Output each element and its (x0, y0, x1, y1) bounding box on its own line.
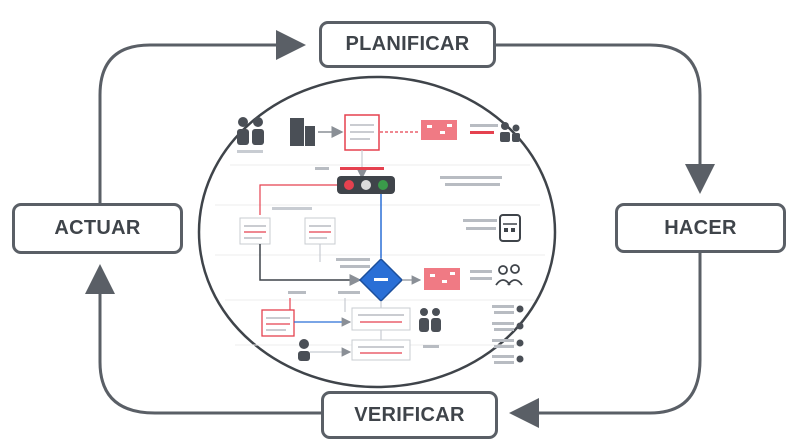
caption-blur (272, 207, 312, 210)
caption-blur (340, 167, 384, 170)
caption-blur (423, 345, 439, 348)
caption-blur (470, 277, 492, 280)
building-icon (290, 118, 315, 146)
caption-blur (336, 258, 370, 261)
arrow-hacer-to-verificar (509, 253, 702, 428)
caption-blur (315, 167, 329, 170)
calendar-icon (499, 214, 521, 242)
arrow-verificar-to-actuar (85, 264, 321, 415)
highlight-box-icon (421, 120, 457, 140)
highlight-box-icon (424, 268, 460, 290)
team-icon (495, 264, 523, 286)
caption-blur (463, 219, 497, 222)
document-icon (351, 307, 411, 331)
team-icon (500, 122, 520, 142)
caption-blur (466, 227, 496, 230)
caption-blur (338, 291, 360, 294)
arrow-planificar-to-hacer (496, 43, 715, 194)
document-icon (239, 217, 271, 245)
caption-blur (470, 131, 494, 134)
arrow-actuar-to-planificar (98, 30, 306, 205)
stage-actuar: ACTUAR (12, 203, 183, 254)
caption-blur (470, 124, 498, 127)
caption-blur (445, 183, 500, 186)
caption-blur (340, 265, 370, 268)
people-icon (237, 117, 264, 145)
stage-verificar: VERIFICAR (321, 391, 498, 439)
document-icon (344, 114, 380, 151)
person-list (492, 305, 524, 364)
caption-blur (288, 291, 306, 294)
traffic-light-icon (337, 176, 395, 194)
document-icon (304, 217, 336, 245)
caption-blur (440, 176, 502, 179)
people-icon (419, 308, 441, 332)
stage-hacer: HACER (615, 203, 786, 253)
document-icon (351, 339, 411, 361)
document-icon (261, 309, 295, 337)
person-icon (298, 339, 310, 361)
caption-blur (470, 270, 492, 273)
flow-line (259, 244, 362, 286)
caption-blur (237, 150, 263, 153)
flow-line (259, 184, 337, 215)
stage-planificar: PLANIFICAR (319, 21, 496, 68)
